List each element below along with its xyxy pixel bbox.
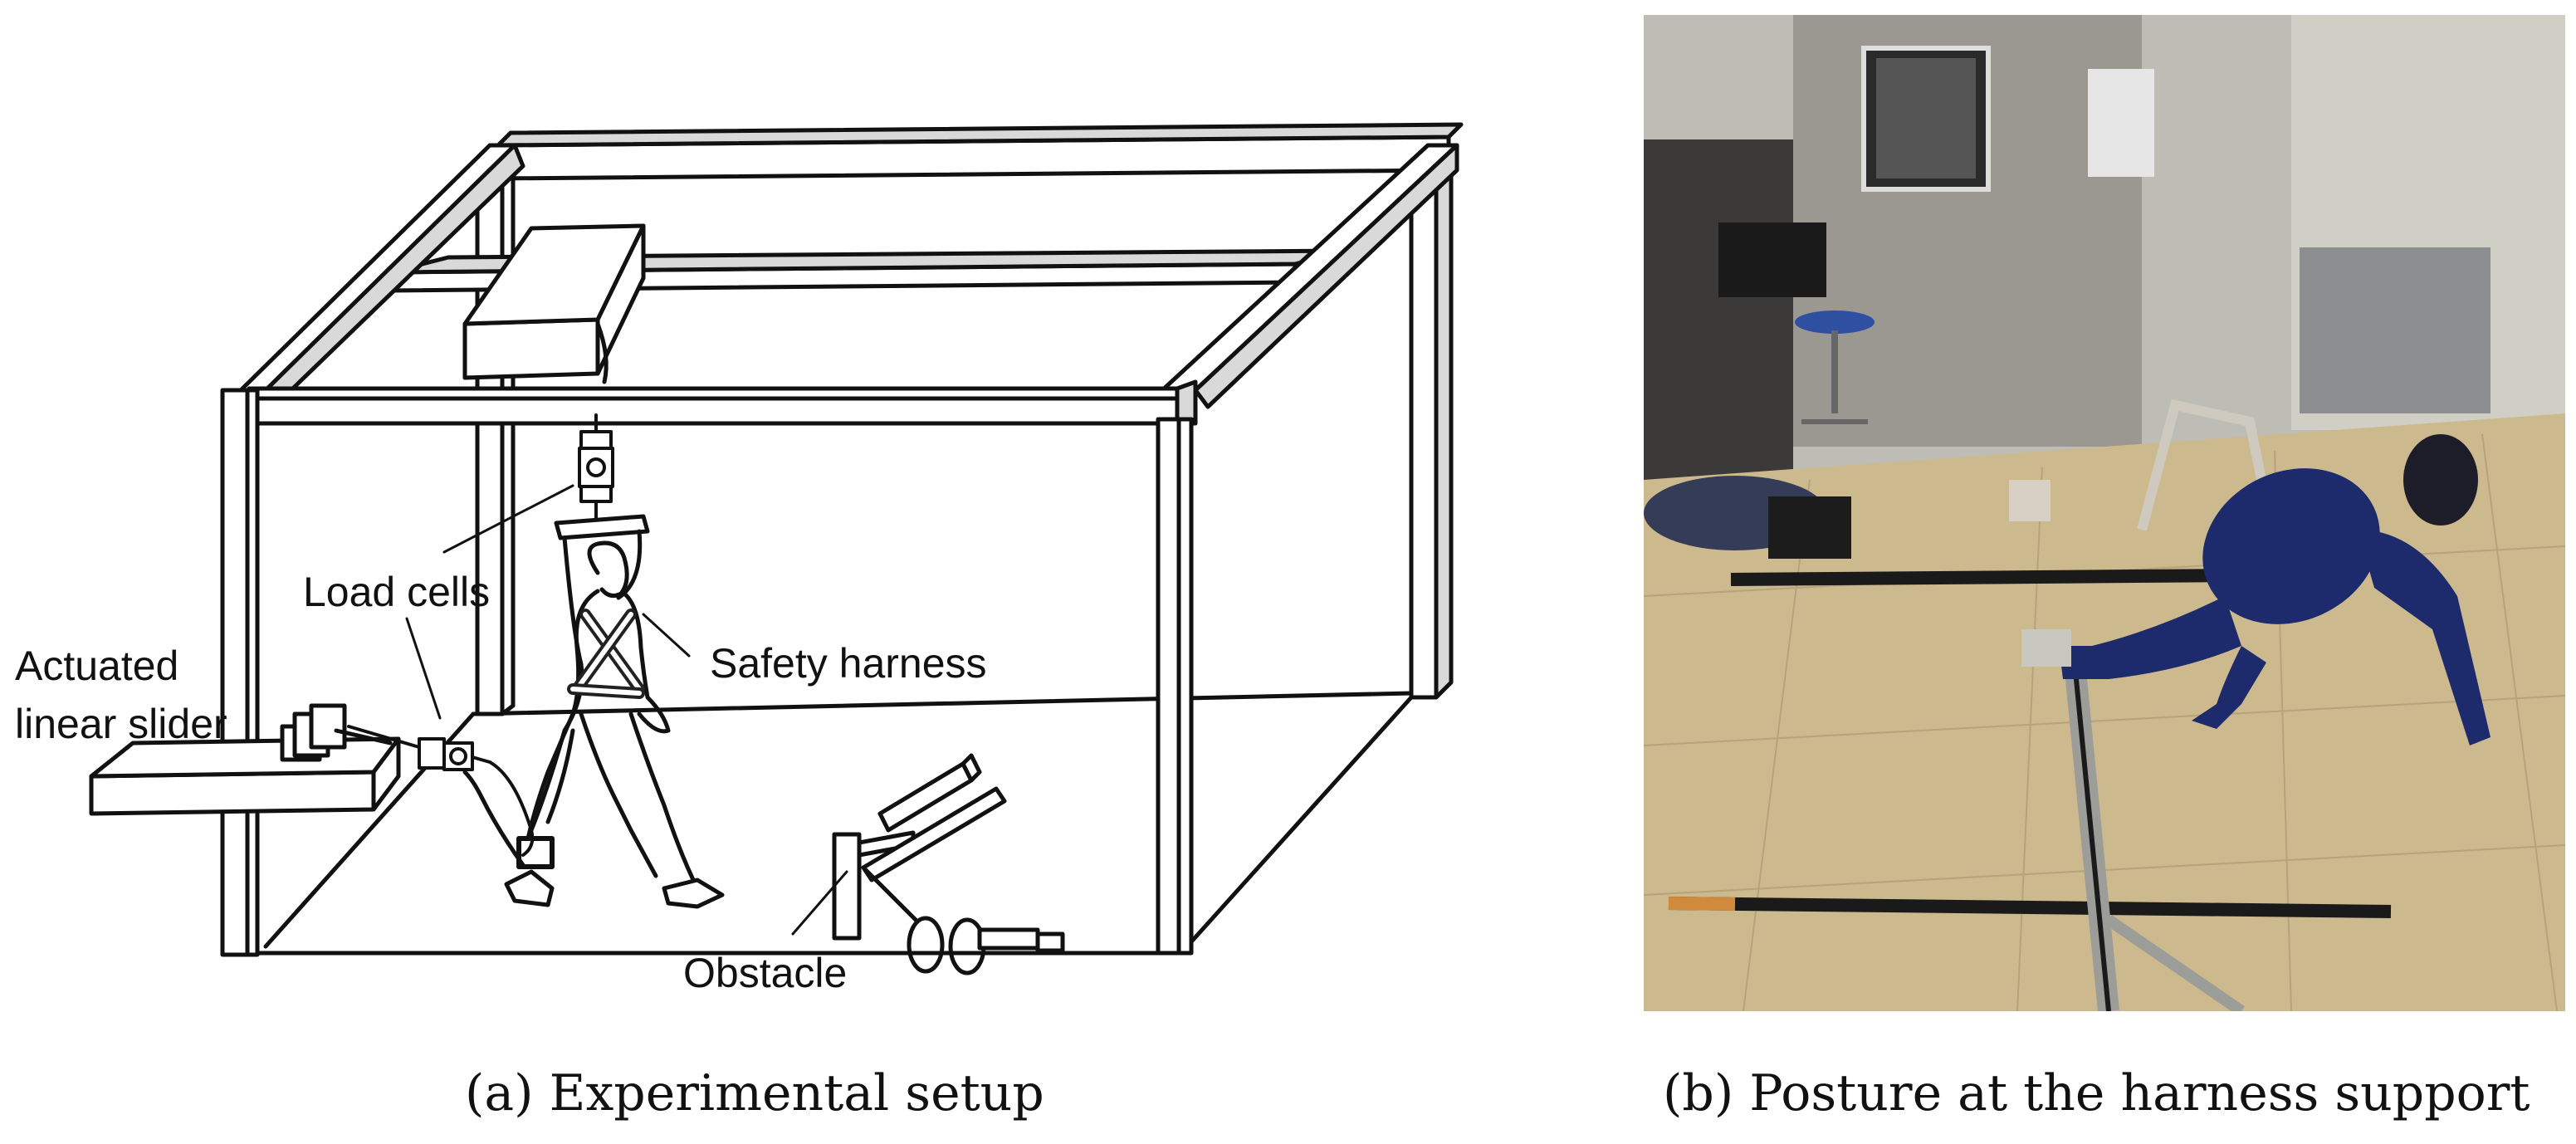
load-cell-top xyxy=(578,413,614,521)
equipment-left xyxy=(1644,139,1793,488)
back-left-post xyxy=(475,155,516,716)
rail-back xyxy=(1730,569,2242,586)
desk-monitor xyxy=(1718,222,1826,297)
trolley-block xyxy=(462,223,646,380)
label-linear-slider: linear slider xyxy=(15,701,227,747)
walking-person xyxy=(462,529,725,909)
label-actuated: Actuated xyxy=(15,643,179,689)
panel-posture-photo xyxy=(1644,15,2565,1011)
harness-bar xyxy=(554,514,650,540)
back-right-post xyxy=(1409,154,1454,700)
rail-front xyxy=(1668,897,2392,918)
rope xyxy=(595,321,609,384)
stool-seat xyxy=(1795,310,1875,334)
label-load-cells: Load cells xyxy=(303,569,491,615)
load-cell-lower xyxy=(347,725,535,857)
shoe xyxy=(2021,629,2071,667)
setup-diagram xyxy=(89,122,1464,975)
label-obstacle: Obstacle xyxy=(683,950,848,996)
front-beam xyxy=(247,379,1198,426)
front-right-post xyxy=(1156,417,1194,956)
front-left-post xyxy=(220,388,260,957)
lab-photo xyxy=(1644,15,2565,1011)
panel-experimental-setup: Load cells Actuated linear slider Safety… xyxy=(15,122,1464,996)
label-safety-harness: Safety harness xyxy=(710,640,987,687)
caption-a: (a) Experimental setup xyxy=(465,1064,1044,1122)
top-back-beam xyxy=(496,122,1464,181)
control-box xyxy=(2009,480,2051,521)
shelving xyxy=(2300,247,2490,413)
caption-b: (b) Posture at the harness support xyxy=(1663,1064,2530,1122)
wall-poster xyxy=(2088,69,2154,177)
falling-subject xyxy=(2021,434,2490,746)
obstacle-apparatus xyxy=(832,753,1065,975)
leader-lines xyxy=(405,484,848,936)
linear-slider xyxy=(89,703,401,816)
